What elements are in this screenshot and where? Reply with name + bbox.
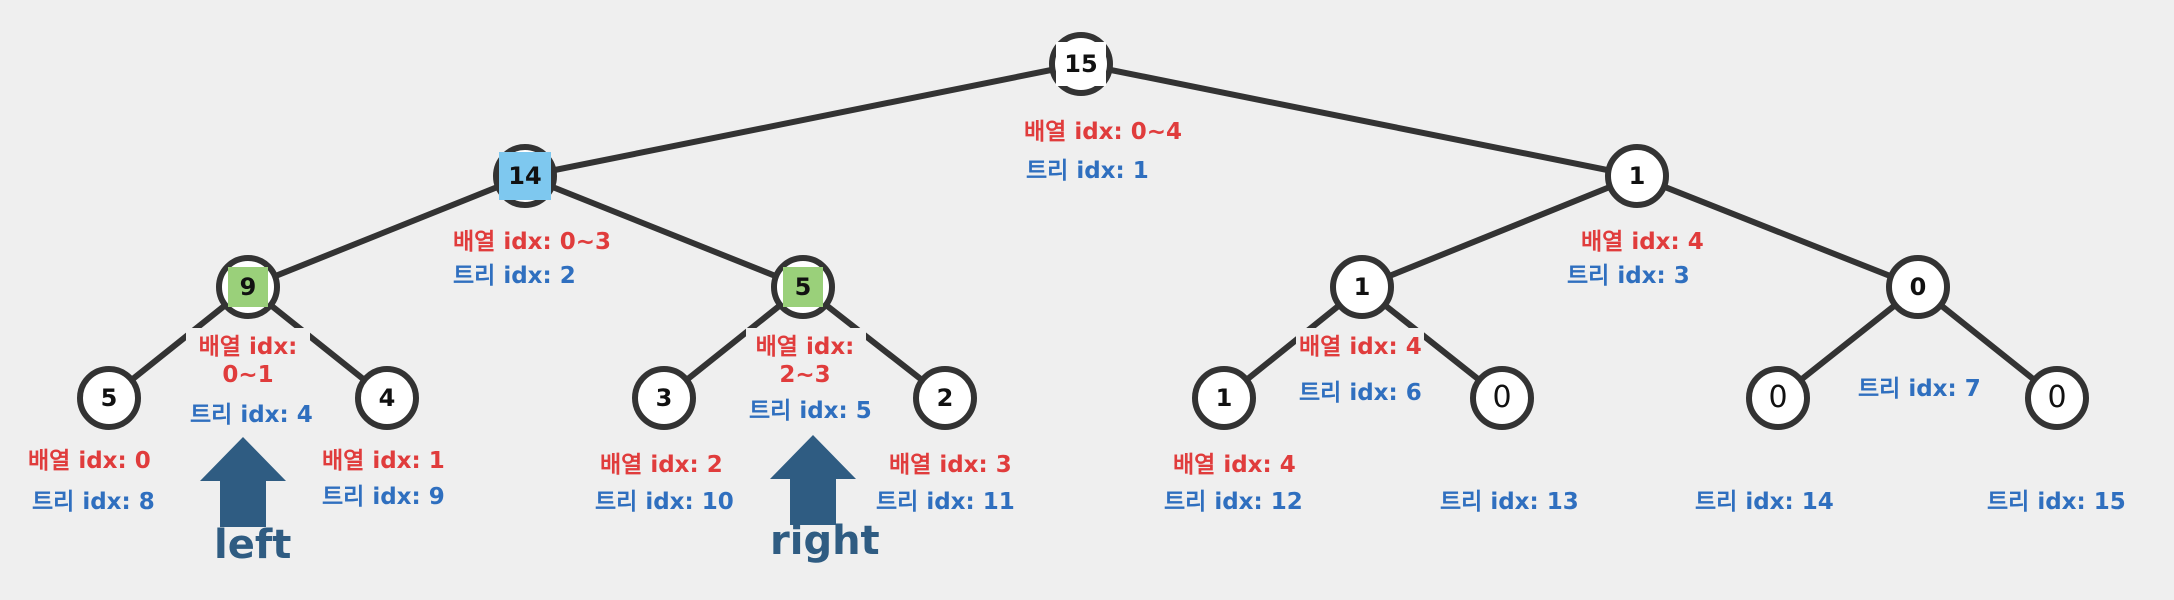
edge-1-3 <box>1078 61 1640 179</box>
edge-3-6 <box>1359 173 1640 290</box>
array-index-label: 배열 idx: 0 <box>28 448 151 474</box>
tree-node-9: 4 <box>355 366 419 430</box>
node-value: 0 <box>1492 380 1512 415</box>
tree-node-11: 2 <box>913 366 977 430</box>
node-value: 1 <box>1353 273 1371 301</box>
node-value: 1 <box>1628 162 1646 190</box>
node-value: 5 <box>100 384 118 412</box>
array-index-label: 배열 idx: 4 <box>1299 334 1422 360</box>
tree-node-12: 1 <box>1192 366 1256 430</box>
node-value-highlighted: 5 <box>783 267 823 307</box>
array-index-label: 배열 idx: 4 <box>1173 452 1296 478</box>
tree-index-label: 트리 idx: 10 <box>595 489 734 515</box>
node-value: 0 <box>2047 380 2067 415</box>
tree-index-label: 트리 idx: 8 <box>32 489 155 515</box>
node-value: 2 <box>936 384 954 412</box>
tree-node-10: 3 <box>632 366 696 430</box>
node-value: 3 <box>655 384 673 412</box>
edge-2-5 <box>522 173 806 290</box>
tree-node-15: 0 <box>2025 366 2089 430</box>
array-index-label: 배열 idx: 0~4 <box>1024 119 1182 145</box>
array-index-label-line: 배열 idx: <box>755 334 855 360</box>
array-index-label-line: 0~1 <box>222 362 274 388</box>
node-value: 15 <box>1056 42 1106 86</box>
node-value: 0 <box>1909 273 1927 301</box>
array-index-label: 배열 idx: 2~3 <box>747 333 863 389</box>
tree-index-label: 트리 idx: 2 <box>453 263 576 289</box>
array-index-label: 배열 idx: 4 <box>1581 229 1704 255</box>
array-index-label: 배열 idx: 3 <box>889 452 1012 478</box>
node-value-highlighted: 14 <box>499 152 551 200</box>
node-value: 4 <box>378 384 396 412</box>
node-value: 1 <box>1215 384 1233 412</box>
edge-2-4 <box>245 173 528 290</box>
tree-index-label: 트리 idx: 13 <box>1440 489 1579 515</box>
tree-node-2: 14 <box>493 144 557 208</box>
tree-node-5: 5 <box>771 255 835 319</box>
edge-3-7 <box>1634 173 1921 290</box>
tree-index-label: 트리 idx: 14 <box>1695 489 1834 515</box>
node-value: 0 <box>1768 380 1788 415</box>
tree-index-label: 트리 idx: 9 <box>322 484 445 510</box>
tree-index-label: 트리 idx: 12 <box>1164 489 1303 515</box>
edge-1-2 <box>522 61 1084 179</box>
tree-node-6: 1 <box>1330 255 1394 319</box>
right-pointer-arrow-icon <box>770 435 856 525</box>
tree-index-label: 트리 idx: 11 <box>876 489 1015 515</box>
array-index-label-line: 배열 idx: <box>198 334 298 360</box>
tree-node-1: 15 <box>1049 32 1113 96</box>
tree-index-label: 트리 idx: 6 <box>1299 380 1422 406</box>
tree-index-label: 트리 idx: 1 <box>1026 158 1149 184</box>
array-index-label-line: 2~3 <box>779 362 831 388</box>
tree-index-label: 트리 idx: 5 <box>749 398 872 424</box>
tree-node-13: 0 <box>1470 366 1534 430</box>
right-pointer-label: right <box>770 518 880 564</box>
tree-node-7: 0 <box>1886 255 1950 319</box>
array-index-label: 배열 idx: 0~3 <box>453 229 611 255</box>
tree-node-8: 5 <box>77 366 141 430</box>
array-index-label: 배열 idx: 2 <box>600 452 723 478</box>
tree-index-label: 트리 idx: 4 <box>190 402 313 428</box>
tree-index-label: 트리 idx: 15 <box>1987 489 2126 515</box>
tree-node-14: 0 <box>1746 366 1810 430</box>
left-pointer-arrow-icon <box>200 437 286 527</box>
array-index-label: 배열 idx: 0~1 <box>190 333 306 389</box>
tree-index-label: 트리 idx: 7 <box>1858 376 1981 402</box>
node-value-highlighted: 9 <box>228 267 268 307</box>
array-index-label: 배열 idx: 1 <box>322 448 445 474</box>
left-pointer-label: left <box>214 522 292 568</box>
tree-index-label: 트리 idx: 3 <box>1567 263 1690 289</box>
tree-node-4: 9 <box>216 255 280 319</box>
tree-node-3: 1 <box>1605 144 1669 208</box>
